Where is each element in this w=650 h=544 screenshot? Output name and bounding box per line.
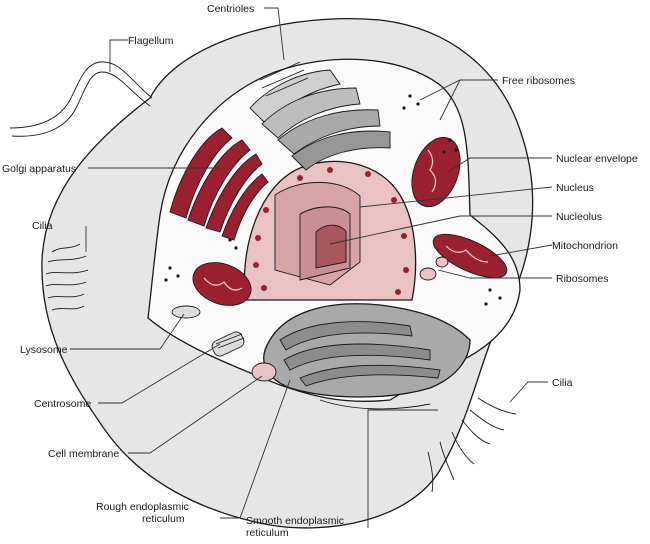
label-free-ribosomes: Free ribosomes xyxy=(502,75,575,87)
nucleus-shape xyxy=(243,160,417,301)
label-cell-membrane: Cell membrane xyxy=(48,448,119,460)
flagellum-edge xyxy=(11,71,151,137)
label-smooth-er-line2: reticulum xyxy=(246,527,289,539)
golgi-shape xyxy=(169,127,269,241)
label-golgi-apparatus: Golgi apparatus xyxy=(2,163,76,175)
label-smooth-er-line1: Smooth endoplasmic xyxy=(246,515,344,527)
label-lysosome: Lysosome xyxy=(20,344,68,356)
label-rough-er-line2: reticulum xyxy=(142,513,185,525)
label-nuclear-envelope: Nuclear envelope xyxy=(556,153,638,165)
cilia-right-shape xyxy=(427,397,517,493)
label-centrioles: Centrioles xyxy=(207,3,254,15)
label-flagellum: Flagellum xyxy=(128,35,174,47)
label-cilia-right: Cilia xyxy=(552,377,573,389)
mitochondrion-shapes xyxy=(192,136,508,306)
label-nucleolus: Nucleolus xyxy=(556,211,602,223)
label-mitochondrion: Mitochondrion xyxy=(552,240,618,252)
label-nucleus: Nucleus xyxy=(556,182,594,194)
centrosome-shape xyxy=(211,331,245,357)
label-centrosome: Centrosome xyxy=(34,398,91,410)
vesicle-shape-2 xyxy=(419,267,437,281)
label-cilia-left: Cilia xyxy=(32,220,53,232)
nucleolus-shape xyxy=(315,224,347,269)
leader-lines xyxy=(70,7,553,528)
vesicle-shape xyxy=(251,362,277,382)
vesicle-shape-3 xyxy=(435,256,449,268)
lysosome-shape xyxy=(171,305,201,319)
flagellum-shape xyxy=(9,61,153,129)
label-rough-er-line1: Rough endoplasmic xyxy=(96,501,189,513)
er-shapes xyxy=(263,303,471,410)
label-ribosomes: Ribosomes xyxy=(556,273,609,285)
centrioles-shape xyxy=(249,61,391,171)
cilia-left-shape xyxy=(45,243,89,311)
ribosome-dots xyxy=(164,94,502,306)
